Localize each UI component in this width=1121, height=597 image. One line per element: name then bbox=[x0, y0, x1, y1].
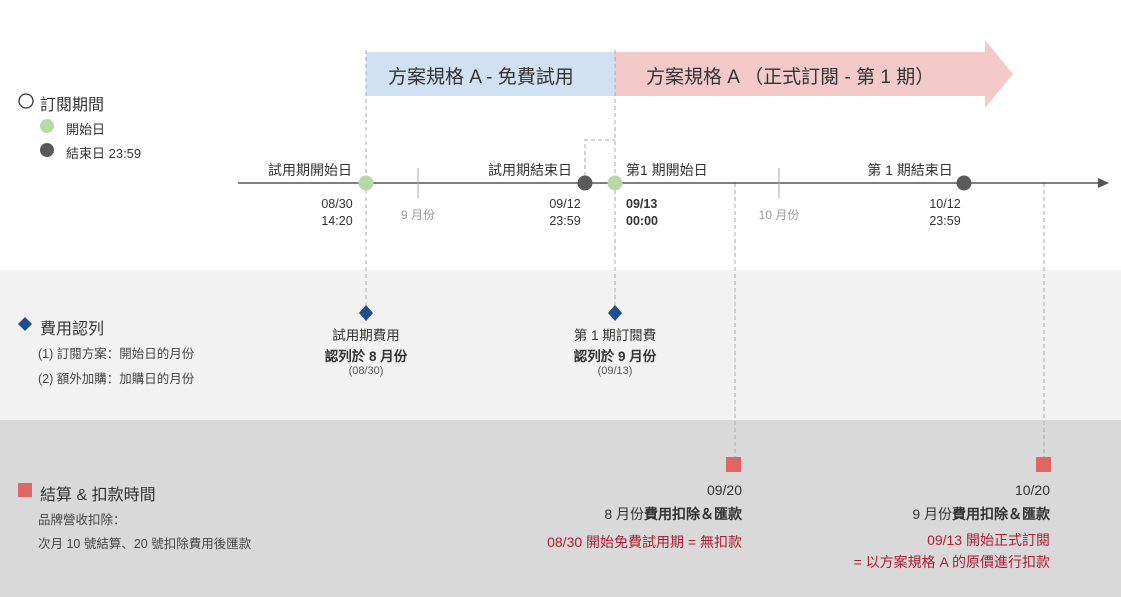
trial-end-date-day: 09/12 bbox=[549, 197, 581, 211]
legend-revenue-line2: (2) 額外加購：加購日的月份 bbox=[38, 372, 195, 386]
p1-end-date-day: 10/12 bbox=[929, 197, 961, 211]
trial-end-dot bbox=[577, 175, 593, 191]
oct-settle-square bbox=[1036, 457, 1051, 472]
p1-revenue-diamond bbox=[608, 305, 622, 321]
p1-start-date-day: 09/13 bbox=[626, 197, 658, 211]
trial-revenue-title: 試用期費用 bbox=[332, 328, 400, 343]
month-sep-label: 9 月份 bbox=[400, 208, 436, 222]
oct-settle-month: 9 月份 bbox=[912, 506, 952, 522]
trial-banner-label: 方案規格 A - 免費試用 bbox=[388, 67, 574, 88]
trial-revenue-month: 認列於 8 月份 bbox=[324, 349, 408, 364]
timeline-band bbox=[0, 0, 1121, 270]
p1-start-label: 第1 期開始日 bbox=[626, 162, 708, 178]
timeline-arrowhead bbox=[1098, 178, 1109, 188]
p1-revenue-date: (09/13) bbox=[597, 365, 633, 377]
month-oct-label: 10 月份 bbox=[758, 208, 800, 222]
oct-settle-note1: 09/13 開始正式訂閱 bbox=[927, 532, 1050, 548]
oct-settle-desc: 9 月份費用扣除＆匯款 bbox=[912, 504, 1050, 524]
paid-banner-label: 方案規格 A （正式訂閱 - 第 1 期） bbox=[646, 67, 935, 88]
revenue-band bbox=[0, 270, 1121, 420]
sep-settle-month: 8 月份 bbox=[604, 506, 644, 522]
p1-end-dot bbox=[956, 175, 972, 191]
settlement-band bbox=[0, 420, 1121, 597]
legend-start-label: 開始日 bbox=[66, 122, 106, 137]
legend-settle-title: 結算 & 扣款時間 bbox=[40, 487, 156, 504]
legend-end-label: 結束日 23:59 bbox=[66, 146, 142, 161]
p1-revenue-title: 第 1 期訂閱費 bbox=[573, 328, 657, 343]
red-square-icon bbox=[18, 483, 32, 497]
sep-settle-desc: 8 月份費用扣除＆匯款 bbox=[604, 504, 742, 524]
p1-start-dot bbox=[607, 175, 623, 191]
trial-start-date-day: 08/30 bbox=[321, 197, 353, 211]
p1-start-date-time: 00:00 bbox=[626, 214, 658, 228]
p1-end-date: 10/12 23:59 bbox=[929, 196, 960, 230]
sep-settle-action: 費用扣除＆匯款 bbox=[644, 506, 742, 522]
legend-settle-line1: 品牌營收扣除： bbox=[38, 513, 126, 527]
trial-end-label: 試用期結束日 bbox=[488, 162, 572, 178]
legend-revenue-line1: (1) 訂閱方案：開始日的月份 bbox=[38, 347, 195, 361]
p1-revenue-block: 第 1 期訂閱費 認列於 9 月份 (09/13) bbox=[574, 326, 657, 377]
trial-start-dot bbox=[358, 175, 374, 191]
oct-settle-note2: = 以方案規格 A 的原價進行扣款 bbox=[853, 554, 1050, 570]
paid-plan-arrow bbox=[615, 40, 1013, 108]
trial-start-label: 試用期開始日 bbox=[268, 162, 352, 178]
oct-settle-action: 費用扣除＆匯款 bbox=[952, 506, 1050, 522]
legend-revenue-title: 費用認列 bbox=[40, 321, 105, 338]
sep-settle-square bbox=[726, 457, 741, 472]
p1-end-date-time: 23:59 bbox=[929, 214, 961, 228]
guide-trial-end-bracket bbox=[584, 139, 615, 183]
trial-end-date: 09/12 23:59 bbox=[549, 196, 580, 230]
start-dot-legend bbox=[40, 119, 54, 133]
hollow-circle-icon bbox=[18, 93, 34, 109]
p1-start-date: 09/13 00:00 bbox=[626, 196, 658, 230]
oct-settle-date: 10/20 bbox=[1014, 482, 1050, 498]
end-dot-legend bbox=[40, 143, 54, 157]
legend-period-title: 訂閱期間 bbox=[40, 97, 105, 114]
legend-settle-line2: 次月 10 號結算、20 號扣除費用後匯款 bbox=[38, 537, 252, 551]
p1-revenue-month: 認列於 9 月份 bbox=[573, 349, 657, 364]
trial-start-date-time: 14:20 bbox=[321, 214, 353, 228]
trial-start-date: 08/30 14:20 bbox=[321, 196, 352, 230]
trial-revenue-block: 試用期費用 認列於 8 月份 (08/30) bbox=[325, 326, 408, 377]
trial-revenue-date: (08/30) bbox=[348, 365, 384, 377]
trial-plan-banner bbox=[366, 52, 615, 96]
trial-revenue-diamond bbox=[359, 305, 373, 321]
sep-settle-date: 09/20 bbox=[706, 482, 742, 498]
p1-end-label: 第 1 期結束日 bbox=[867, 162, 953, 178]
blue-diamond-icon bbox=[18, 317, 32, 331]
trial-end-date-time: 23:59 bbox=[549, 214, 581, 228]
sep-settle-note: 08/30 開始免費試用期 = 無扣款 bbox=[547, 534, 742, 550]
